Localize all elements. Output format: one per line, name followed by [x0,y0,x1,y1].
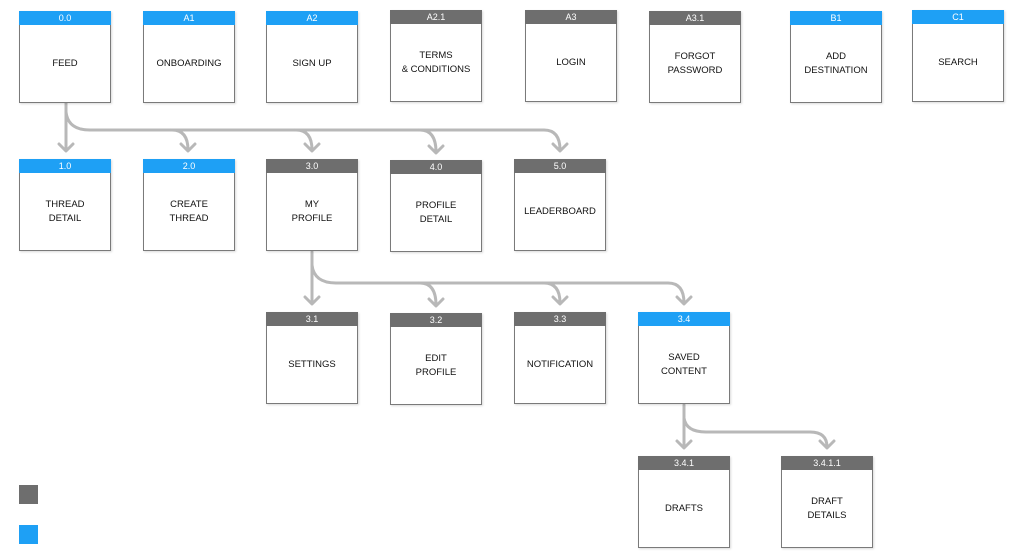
node-id: 3.4.1.1 [781,456,873,470]
legend-gray-swatch [19,485,38,504]
node-id: B1 [790,11,882,25]
node-id: A2.1 [390,10,482,24]
node-label: ONBOARDING [156,58,222,69]
node-label: FEED [52,58,78,69]
node-id: 0.0 [19,11,111,25]
node-id: A1 [143,11,235,25]
node-profile-detail: 4.0 PROFILE DETAIL [390,160,482,252]
node-login: A3 LOGIN [525,10,617,102]
connector-profile-edit [310,263,445,308]
node-add-destination: B1 ADD DESTINATION [790,11,882,103]
node-create-thread: 2.0 CREATE THREAD [143,159,235,251]
node-terms-conditions: A2.1 TERMS & CONDITIONS [390,10,482,102]
connector-feed-thread-detail [57,101,75,153]
connector-saved-drafts [675,403,693,450]
node-notification: 3.3 NOTIFICATION [514,312,606,404]
node-label: MY PROFILE [291,199,333,224]
node-my-profile: 3.0 MY PROFILE [266,159,358,251]
node-id: 3.4.1 [638,456,730,470]
node-label: TERMS & CONDITIONS [401,50,471,75]
node-label: DRAFTS [665,503,703,514]
node-feed: 0.0 FEED [19,11,111,103]
node-id: A3 [525,10,617,24]
node-id: 3.3 [514,312,606,326]
node-label: LOGIN [556,57,586,68]
node-label: ADD DESTINATION [804,51,868,76]
node-label: FORGOT PASSWORD [667,51,723,76]
node-id: 3.4 [638,312,730,326]
node-id: 3.0 [266,159,358,173]
node-edit-profile: 3.2 EDIT PROFILE [390,313,482,405]
node-id: C1 [912,10,1004,24]
node-label: DRAFT DETAILS [807,496,847,521]
node-id: 5.0 [514,159,606,173]
node-draft-details: 3.4.1.1 DRAFT DETAILS [781,456,873,548]
node-label: SAVED CONTENT [661,352,707,377]
node-sign-up: A2 SIGN UP [266,11,358,103]
node-label: SEARCH [938,57,978,68]
legend-blue-swatch [19,525,38,544]
connector-profile-saved [542,281,693,306]
node-label: SETTINGS [288,359,336,370]
node-search: C1 SEARCH [912,10,1004,102]
node-label: LEADERBOARD [524,206,596,217]
node-label: SIGN UP [292,58,332,69]
node-settings: 3.1 SETTINGS [266,312,358,404]
node-onboarding: A1 ONBOARDING [143,11,235,103]
connector-feed-my-profile [170,128,321,153]
node-thread-detail: 1.0 THREAD DETAIL [19,159,111,251]
connector-saved-draft-details [682,416,836,450]
node-leaderboard: 5.0 LEADERBOARD [514,159,606,251]
node-id: 3.1 [266,312,358,326]
node-id: A3.1 [649,11,741,25]
node-label: PROFILE DETAIL [415,200,457,225]
node-saved-content: 3.4 SAVED CONTENT [638,312,730,404]
node-id: 3.2 [390,313,482,327]
connector-feed-leaderboard [418,128,569,153]
node-id: 4.0 [390,160,482,174]
node-id: A2 [266,11,358,25]
node-drafts: 3.4.1 DRAFTS [638,456,730,548]
node-label: EDIT PROFILE [415,353,457,378]
connector-feed-create-thread [64,110,197,153]
node-label: NOTIFICATION [526,359,594,370]
connector-profile-settings [303,250,321,306]
node-label: THREAD DETAIL [45,199,85,224]
connector-feed-profile-detail [294,128,445,155]
node-id: 2.0 [143,159,235,173]
node-label: CREATE THREAD [169,199,209,224]
node-forgot-password: A3.1 FORGOT PASSWORD [649,11,741,103]
node-id: 1.0 [19,159,111,173]
